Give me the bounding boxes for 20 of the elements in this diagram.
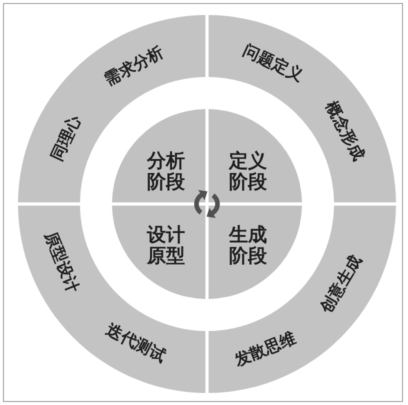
- disc-segment: [112, 109, 207, 204]
- disc-segment: [207, 204, 302, 299]
- ring-segment: [18, 15, 207, 204]
- segment-label: 概念形成: [322, 98, 368, 164]
- segment-label: 同理心: [48, 112, 84, 164]
- segment-label: 原型设计: [42, 229, 82, 296]
- disc-segment: [207, 109, 302, 204]
- segment-label: 需求分析: [101, 43, 166, 90]
- ring-segment: [207, 15, 396, 204]
- stage-label: 生成阶段: [228, 225, 268, 267]
- segment-label: 发散思维: [232, 328, 298, 369]
- segment-label: 迭代测试: [104, 320, 169, 366]
- ring-segment: [18, 204, 207, 393]
- stage-label: 定义阶段: [228, 151, 268, 193]
- stage-label: 设计原型: [146, 225, 186, 267]
- disc-segment: [112, 204, 207, 299]
- ring-segment: [207, 204, 396, 393]
- segment-label: 创意生成: [316, 252, 365, 316]
- segment-label: 问题定义: [240, 41, 306, 84]
- stage-label: 分析阶段: [146, 151, 186, 193]
